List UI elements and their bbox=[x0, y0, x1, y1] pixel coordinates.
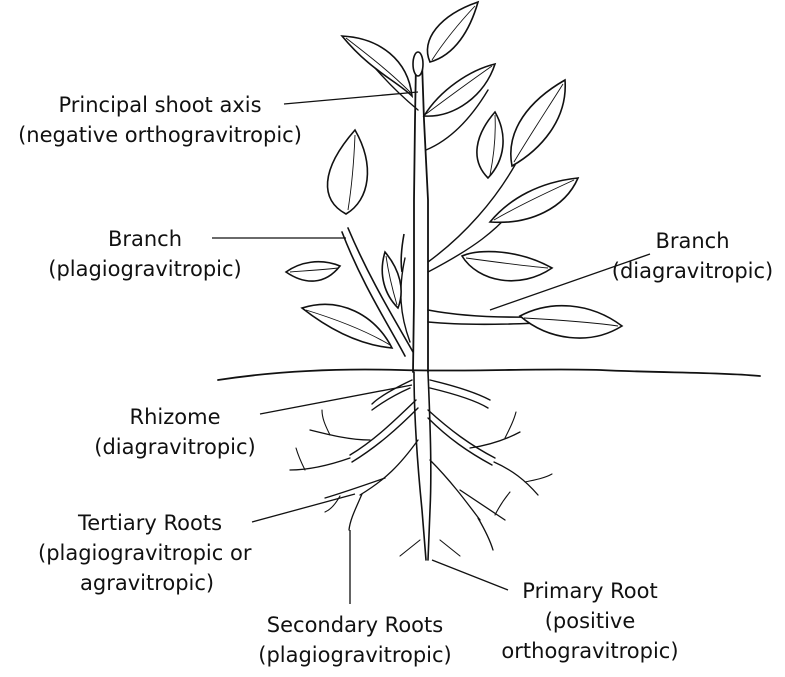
root-system bbox=[289, 371, 553, 561]
label-tertiary-roots: Tertiary Roots (plagiogravitropic or agr… bbox=[20, 508, 290, 598]
leaves bbox=[284, 0, 624, 349]
label-primary-root-line1: Primary Root bbox=[522, 579, 658, 603]
label-tertiary-roots-line3: agravitropic) bbox=[80, 571, 215, 595]
label-branch-right: Branch (diagravitropic) bbox=[600, 226, 785, 286]
label-rhizome-line1: Rhizome bbox=[129, 405, 221, 429]
soil-line bbox=[217, 368, 761, 381]
label-primary-root-line2: (positive bbox=[544, 609, 636, 633]
label-branch-right-line1: Branch bbox=[655, 229, 730, 253]
label-secondary-roots-line1: Secondary Roots bbox=[266, 613, 444, 637]
label-branch-right-line2: (diagravitropic) bbox=[611, 259, 774, 283]
label-primary-root: Primary Root (positive orthogravitropic) bbox=[475, 576, 705, 666]
label-branch-left-line2: (plagiogravitropic) bbox=[48, 257, 242, 281]
label-branch-left-line1: Branch bbox=[107, 227, 183, 251]
label-principal-shoot-axis: Principal shoot axis (negative orthograv… bbox=[0, 90, 320, 150]
label-tertiary-roots-line2: (plagiogravitropic or bbox=[38, 541, 252, 565]
label-primary-root-line3: orthogravitropic) bbox=[501, 639, 679, 663]
label-branch-left: Branch (plagiogravitropic) bbox=[40, 224, 250, 284]
leader-lines bbox=[212, 91, 651, 604]
principal-shoot-axis bbox=[412, 51, 429, 373]
label-rhizome-line2: (diagravitropic) bbox=[94, 435, 256, 459]
label-principal-shoot-line2: (negative orthogravitropic) bbox=[18, 123, 302, 147]
label-principal-shoot-line1: Principal shoot axis bbox=[58, 93, 262, 117]
label-tertiary-roots-line1: Tertiary Roots bbox=[78, 511, 223, 535]
label-secondary-roots: Secondary Roots (plagiogravitropic) bbox=[240, 610, 470, 670]
label-secondary-roots-line2: (plagiogravitropic) bbox=[258, 643, 452, 667]
label-rhizome: Rhizome (diagravitropic) bbox=[80, 402, 270, 462]
branch-left bbox=[341, 227, 414, 357]
